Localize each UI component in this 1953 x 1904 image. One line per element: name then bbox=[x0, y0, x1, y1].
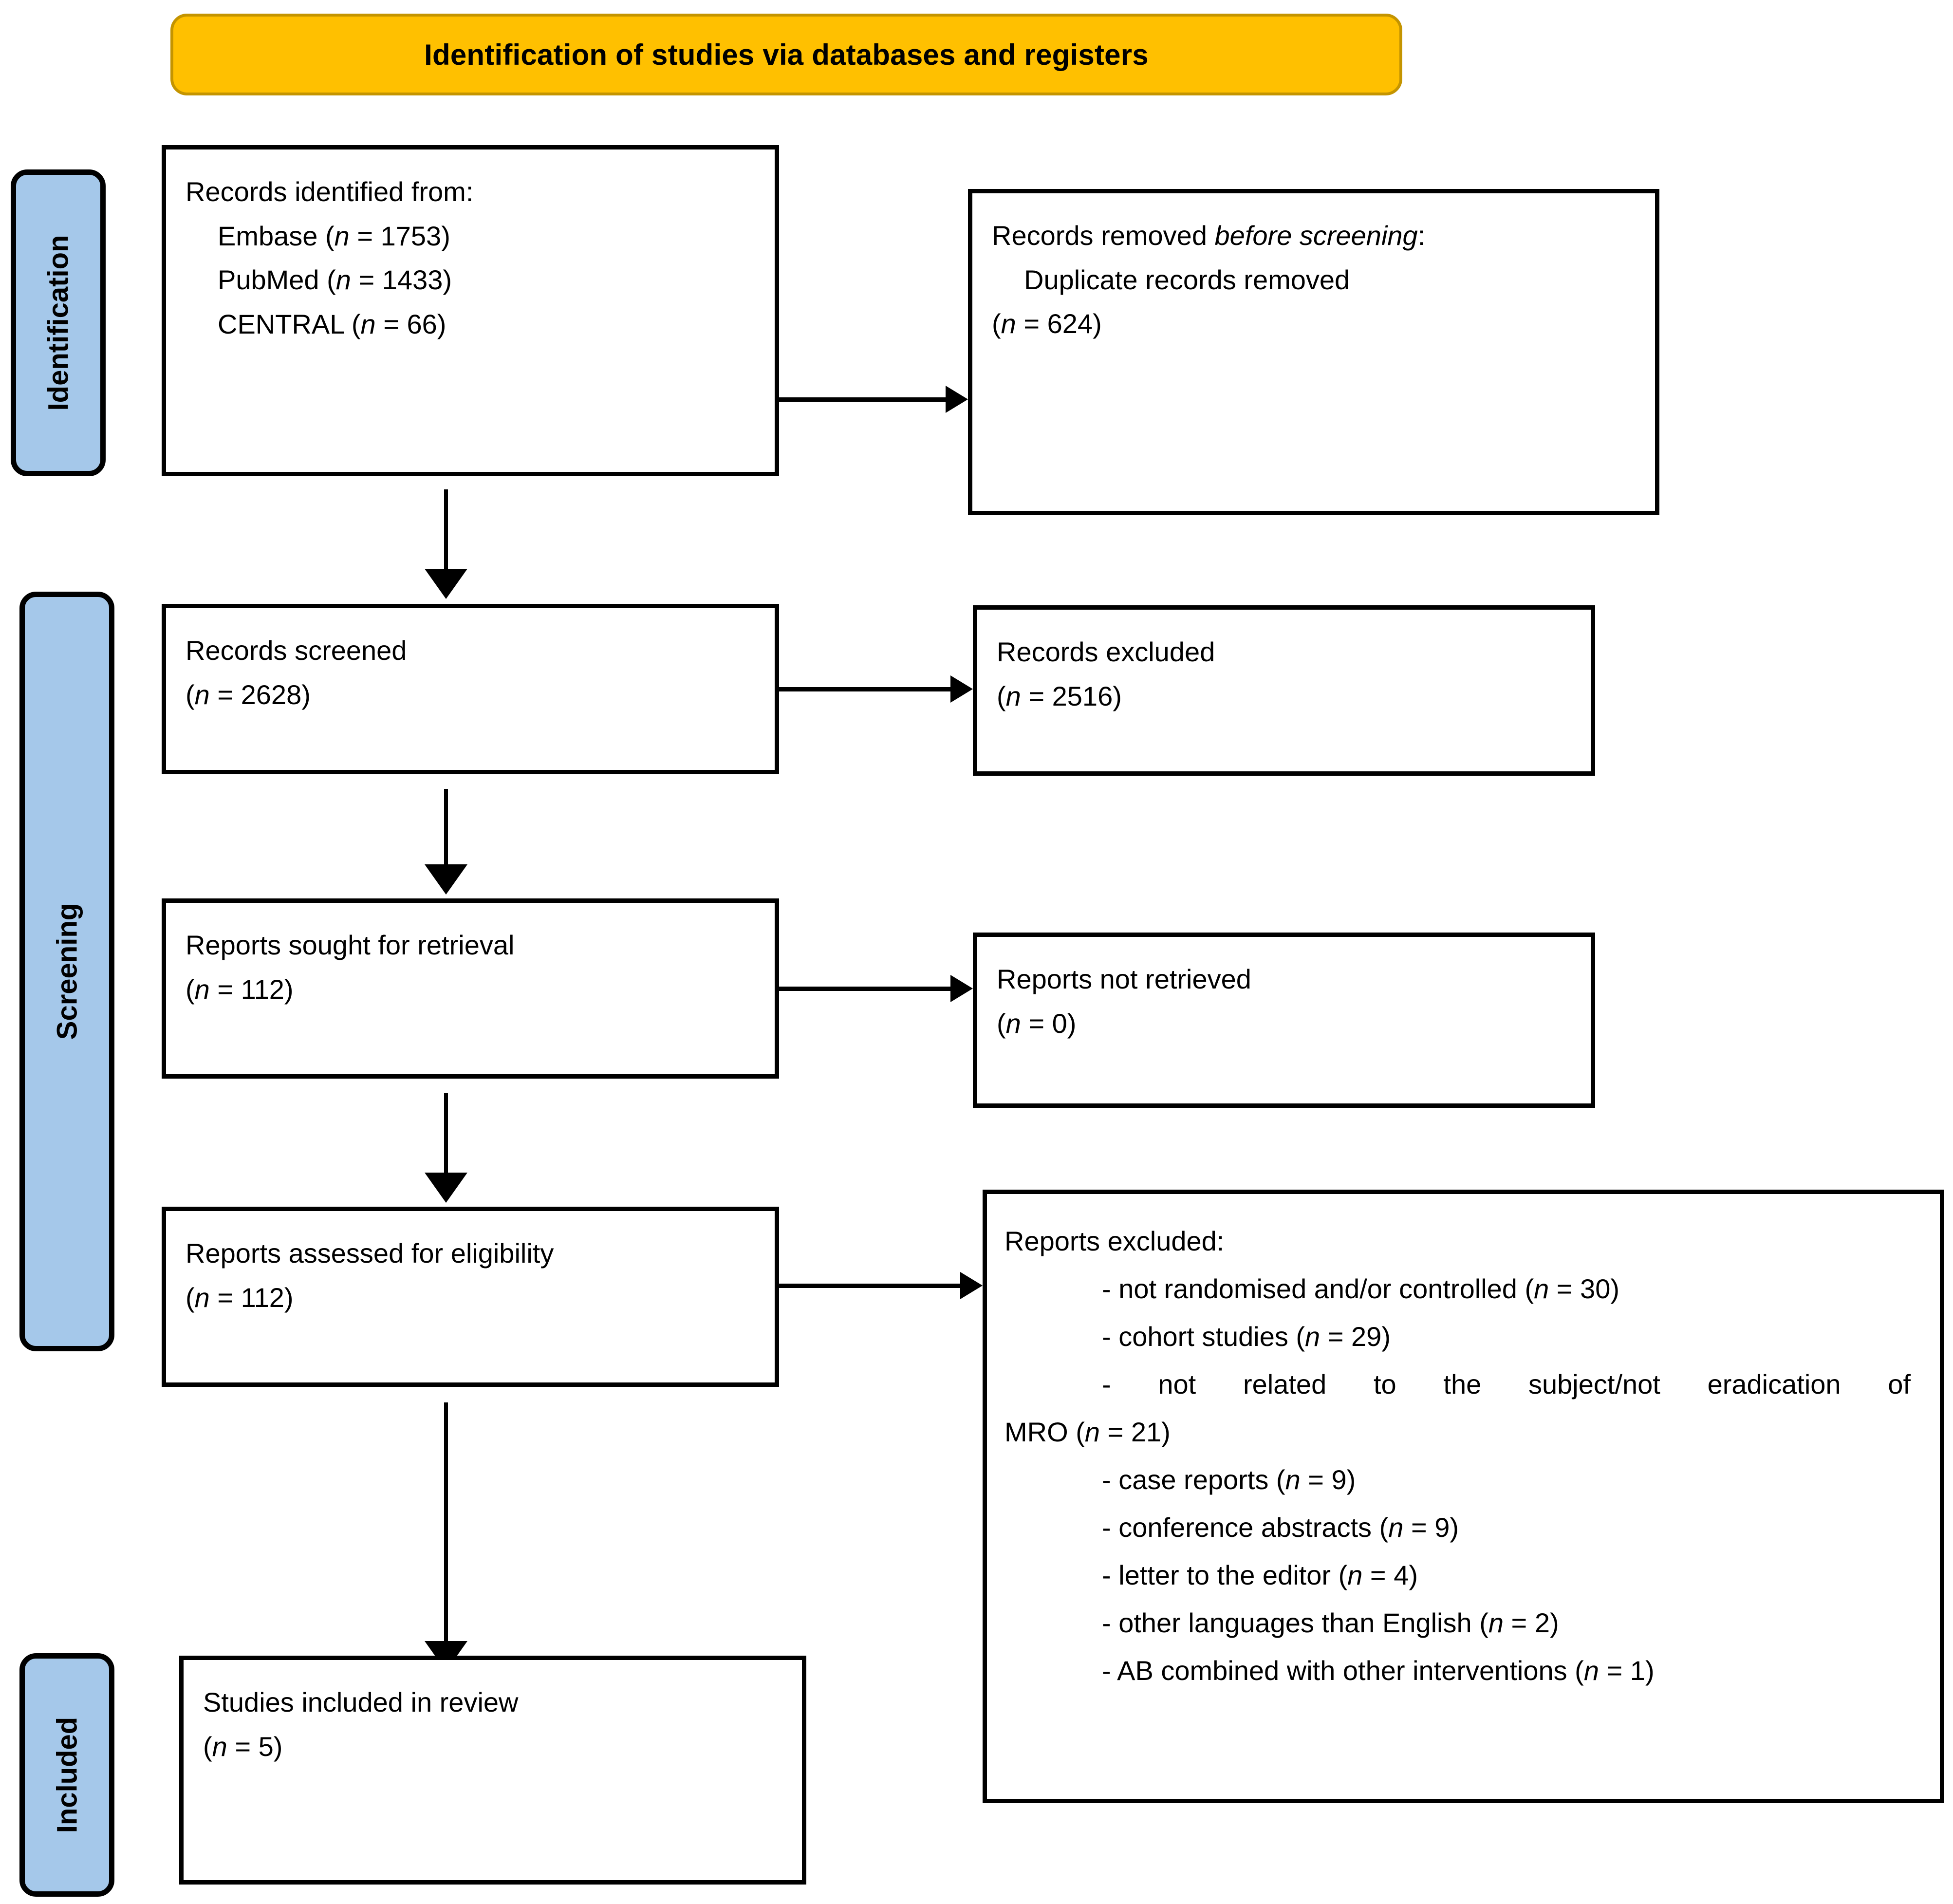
reports-excluded-item-0: - not randomised and/or controlled (n = … bbox=[1102, 1273, 1620, 1304]
reports-excluded-title: Reports excluded: bbox=[1004, 1226, 1225, 1256]
arrow-head bbox=[960, 1272, 983, 1299]
studies-included-count: (n = 5) bbox=[203, 1731, 283, 1762]
stage-label-screening: Screening bbox=[51, 903, 83, 1040]
reports-excluded-item-2-line2: MRO (n = 21) bbox=[1004, 1417, 1171, 1447]
italic-n: n bbox=[1583, 1655, 1599, 1686]
italic-n: n bbox=[194, 1282, 210, 1313]
identification-banner: Identification of studies via databases … bbox=[170, 14, 1402, 95]
records-identified-source-pubmed: PubMed (n = 1433) bbox=[218, 264, 452, 296]
reports-excluded-item-2-line1: - not related to the subject/not eradica… bbox=[1102, 1369, 1911, 1400]
arrow-shaft bbox=[444, 489, 448, 571]
arrow-shaft bbox=[779, 687, 950, 691]
box-reports-not-retrieved: Reports not retrieved (n = 0) bbox=[973, 933, 1595, 1108]
arrow-shaft bbox=[779, 987, 950, 991]
italic-n: n bbox=[212, 1731, 227, 1762]
records-identified-source-central: CENTRAL (n = 66) bbox=[218, 309, 446, 340]
reports-excluded-item-1: - cohort studies (n = 29) bbox=[1102, 1321, 1391, 1352]
reports-sought-title: Reports sought for retrieval bbox=[186, 930, 515, 960]
arrow-head bbox=[425, 569, 467, 599]
arrow-head bbox=[946, 386, 968, 413]
banner-title: Identification of studies via databases … bbox=[424, 38, 1149, 71]
records-screened-title: Records screened bbox=[186, 635, 407, 666]
records-removed-count: (n = 624) bbox=[992, 308, 1102, 339]
reports-not-retrieved-title: Reports not retrieved bbox=[997, 964, 1251, 994]
box-records-screened: Records screened (n = 2628) bbox=[162, 604, 779, 774]
italic-n: n bbox=[1001, 308, 1016, 339]
box-records-removed: Records removed before screening: Duplic… bbox=[968, 189, 1659, 515]
italic-n: n bbox=[194, 973, 210, 1005]
records-identified-source-embase: Embase (n = 1753) bbox=[218, 220, 450, 251]
arrow-shaft bbox=[779, 397, 946, 402]
arrow-shaft bbox=[444, 1093, 448, 1175]
stage-label-identification: Identification bbox=[42, 235, 74, 411]
italic-n: n bbox=[1005, 1008, 1021, 1039]
box-records-identified: Records identified from: Embase (n = 175… bbox=[162, 145, 779, 476]
italic-n: n bbox=[1388, 1512, 1404, 1543]
reports-excluded-item-3: - case reports (n = 9) bbox=[1102, 1464, 1356, 1495]
reports-sought-count: (n = 112) bbox=[186, 973, 294, 1005]
italic-n: n bbox=[1084, 1417, 1100, 1447]
stage-tab-identification: Identification bbox=[11, 169, 106, 476]
italic-n: n bbox=[1285, 1464, 1301, 1495]
arrow-head bbox=[950, 675, 973, 703]
arrow-head bbox=[950, 975, 973, 1002]
box-reports-excluded: Reports excluded: - not randomised and/o… bbox=[983, 1190, 1944, 1803]
records-removed-title: Records removed before screening: bbox=[992, 220, 1426, 251]
italic-n: n bbox=[1488, 1607, 1504, 1638]
reports-excluded-item-7: - AB combined with other interventions (… bbox=[1102, 1655, 1655, 1686]
box-records-excluded: Records excluded (n = 2516) bbox=[973, 605, 1595, 776]
records-excluded-title: Records excluded bbox=[997, 636, 1215, 667]
reports-not-retrieved-count: (n = 0) bbox=[997, 1008, 1077, 1039]
italic-n: n bbox=[1347, 1560, 1363, 1590]
box-studies-included: Studies included in review (n = 5) bbox=[179, 1656, 806, 1885]
reports-assessed-title: Reports assessed for eligibility bbox=[186, 1238, 554, 1269]
records-identified-title: Records identified from: bbox=[186, 176, 474, 207]
italic-n: n bbox=[360, 309, 376, 340]
stage-tab-included: Included bbox=[19, 1653, 114, 1897]
italic-n: n bbox=[1305, 1321, 1321, 1352]
studies-included-title: Studies included in review bbox=[203, 1687, 519, 1717]
italic-n: n bbox=[1534, 1273, 1549, 1304]
arrow-shaft bbox=[444, 1402, 448, 1643]
arrow-head bbox=[425, 864, 467, 895]
arrow-head bbox=[425, 1173, 467, 1203]
records-removed-line1: Duplicate records removed bbox=[1024, 264, 1350, 295]
italic-n: n bbox=[1005, 680, 1021, 711]
italic-n: n bbox=[194, 679, 210, 710]
reports-excluded-item-4: - conference abstracts (n = 9) bbox=[1102, 1512, 1459, 1543]
stage-tab-screening: Screening bbox=[19, 592, 114, 1351]
arrow-shaft bbox=[444, 789, 448, 867]
records-removed-title-italic: before screening bbox=[1214, 220, 1418, 251]
reports-assessed-count: (n = 112) bbox=[186, 1282, 294, 1313]
reports-excluded-item-6: - other languages than English (n = 2) bbox=[1102, 1607, 1559, 1638]
records-screened-count: (n = 2628) bbox=[186, 679, 311, 710]
box-reports-assessed: Reports assessed for eligibility (n = 11… bbox=[162, 1207, 779, 1387]
arrow-shaft bbox=[779, 1284, 960, 1288]
records-excluded-count: (n = 2516) bbox=[997, 680, 1122, 711]
italic-n: n bbox=[335, 264, 351, 296]
reports-excluded-item-5: - letter to the editor (n = 4) bbox=[1102, 1560, 1418, 1590]
italic-n: n bbox=[334, 220, 350, 251]
stage-label-included: Included bbox=[51, 1717, 83, 1833]
box-reports-sought: Reports sought for retrieval (n = 112) bbox=[162, 898, 779, 1079]
